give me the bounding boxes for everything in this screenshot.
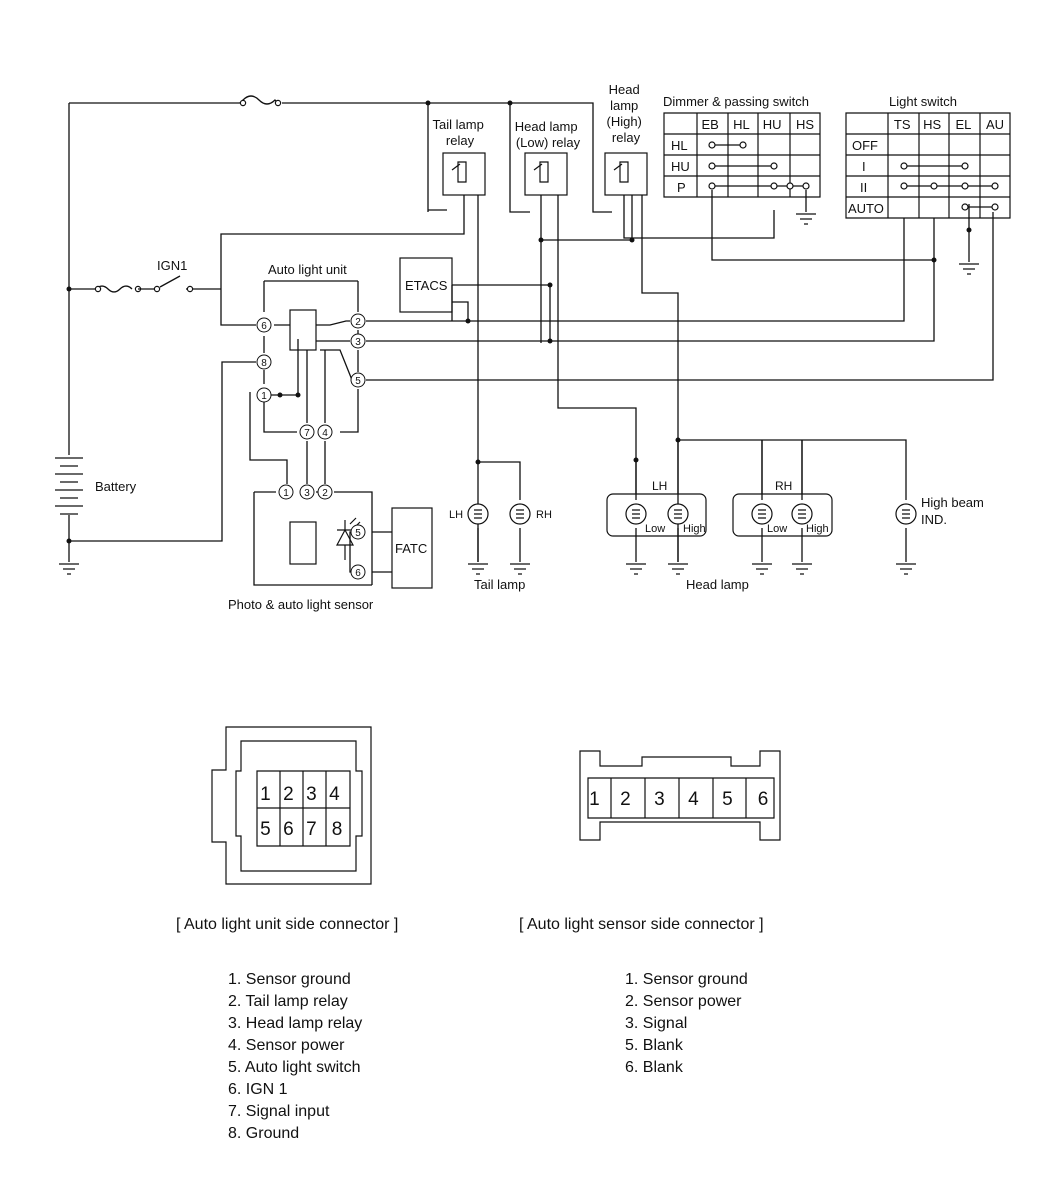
auto-light-unit-label: Auto light unit [268, 262, 347, 277]
unit-pinout-list: 1. Sensor ground 2. Tail lamp relay 3. H… [228, 969, 362, 1145]
dimmer-switch-table: Dimmer & passing switch EB HL HU HS HL H… [663, 94, 821, 198]
svg-text:6: 6 [355, 568, 361, 579]
unit-pin-item: 8. Ground [228, 1125, 300, 1142]
ign1-label: IGN1 [157, 258, 187, 273]
etacs-label: ETACS [405, 278, 448, 293]
low-relay-label: Head lamp (Low) relay [515, 119, 582, 150]
svg-text:2: 2 [322, 488, 328, 499]
light-switch-table: Light switch TS HS EL AU OFF I II AUTO [845, 94, 1011, 219]
head-lamp-label: Head lamp [686, 577, 749, 592]
battery-symbol [55, 457, 83, 515]
svg-text:5: 5 [355, 376, 361, 387]
tail-relay-label: Tail lamp relay [433, 117, 488, 148]
sensor-pin-item: 2. Sensor power [625, 993, 742, 1010]
unit-pin-item: 1. Sensor ground [228, 971, 351, 988]
sensor-pins: 1 3 2 5 6 [278, 484, 366, 580]
tail-lh-label: LH [449, 509, 463, 521]
high-beam-label: High beam IND. [921, 495, 988, 527]
sensor-element-box [289, 521, 317, 565]
svg-text:HL HU P: HL HU P [671, 138, 693, 195]
svg-text:5: 5 [355, 528, 361, 539]
svg-text:6: 6 [261, 321, 267, 332]
lh-high-label: High [683, 523, 706, 535]
sensor-connector-drawing: 1 2 3 4 5 6 [579, 750, 781, 841]
high-relay-label: Head lamp (High) relay [606, 82, 645, 145]
tail-rh-label: RH [536, 509, 552, 521]
unit-pin-item: 3. Head lamp relay [228, 1015, 363, 1032]
dimmer-title: Dimmer & passing switch [663, 94, 809, 109]
sensor-connector-caption: [ Auto light sensor side connector ] [519, 916, 764, 933]
svg-text:7: 7 [304, 428, 310, 439]
relays [442, 152, 648, 196]
svg-text:EB HL HU HS: EB HL HU HS [702, 117, 815, 132]
unit-connector-caption: [ Auto light unit side connector ] [176, 916, 399, 933]
tail-lamps [467, 503, 531, 525]
rh-high-label: High [806, 523, 829, 535]
junction-dots [66, 100, 972, 544]
wires [68, 95, 994, 586]
svg-text:2: 2 [355, 317, 361, 328]
sensor-pin-item: 6. Blank [625, 1059, 683, 1076]
head-lh-label: LH [652, 479, 667, 493]
svg-text:3: 3 [355, 337, 361, 348]
svg-text:1: 1 [283, 488, 289, 499]
svg-text:Low High Low High: Low High Low High [645, 523, 829, 535]
unit-pins: 6 8 1 2 3 5 7 4 [256, 313, 366, 440]
ground-symbols [59, 213, 979, 575]
rh-low-label: Low [767, 523, 787, 535]
etacs-box [399, 257, 453, 313]
sensor-label: Photo & auto light sensor [228, 597, 374, 612]
svg-text:4: 4 [322, 428, 328, 439]
battery-label: Battery [95, 479, 137, 494]
tail-lamp-label: Tail lamp [474, 577, 525, 592]
unit-pin-item: 2. Tail lamp relay [228, 993, 348, 1010]
fatc-label: FATC [395, 541, 427, 556]
unit-connector-drawing: 1 2 3 4 5 6 7 8 [211, 726, 372, 885]
unit-pin-item: 5. Auto light switch [228, 1059, 361, 1076]
sensor-pin-item: 3. Signal [625, 1015, 688, 1032]
unit-pin-item: 6. IGN 1 [228, 1081, 288, 1098]
sensor-pin-item: 5. Blank [625, 1037, 683, 1054]
sensor-pinout-list: 1. Sensor ground 2. Sensor power 3. Sign… [625, 969, 748, 1079]
svg-text:TS HS EL AU: TS HS EL AU [894, 117, 1004, 132]
head-lamps [606, 440, 833, 537]
head-rh-label: RH [775, 479, 792, 493]
svg-text:OFF I II AUT: OFF I II AUTO [848, 138, 884, 216]
light-switch-title: Light switch [889, 94, 957, 109]
svg-text:3: 3 [304, 488, 310, 499]
lh-low-label: Low [645, 523, 665, 535]
svg-text:1 2 3 4: 1 2 3 4 5 6 [589, 789, 768, 810]
unit-module-box [289, 309, 317, 351]
unit-pin-item: 4. Sensor power [228, 1037, 345, 1054]
svg-text:1 2 3 4: 1 2 3 4 5 6 7 8 [260, 784, 345, 840]
fatc-box [391, 507, 433, 589]
sensor-pin-item: 1. Sensor ground [625, 971, 748, 988]
svg-text:1: 1 [261, 391, 267, 402]
svg-text:8: 8 [261, 358, 267, 369]
fuse-symbol [239, 95, 279, 105]
unit-pin-item: 7. Signal input [228, 1103, 330, 1120]
